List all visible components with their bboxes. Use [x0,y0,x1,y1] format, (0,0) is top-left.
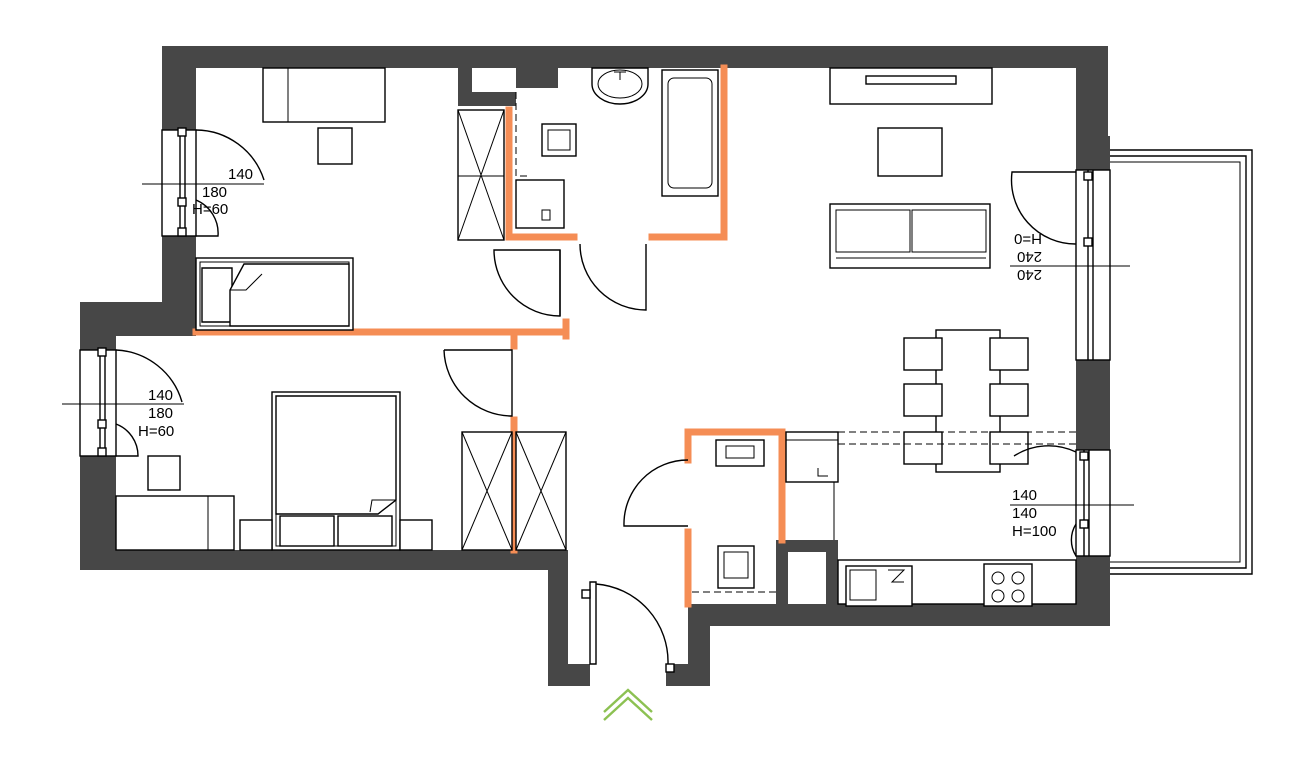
balcony-door [1010,169,1130,361]
pillow [201,267,233,323]
wall-entry-left [548,550,568,686]
door-bathroom [579,243,647,311]
chair-right-2 [989,383,1029,417]
doors [443,243,689,673]
exterior-walls [80,46,1110,686]
duvet [275,395,397,515]
washbasin [591,67,649,105]
bedroom-bottom [115,391,433,551]
pillow-right [337,515,393,547]
window-swing [195,129,265,237]
chair-left-2 [903,383,943,417]
chair-left-1 [903,337,943,371]
shaft-dashed [515,92,530,177]
door-wc [623,459,689,527]
desk [262,67,386,123]
window-swing [115,349,183,457]
balcony [1110,149,1253,575]
window-sill: H=60 [138,423,174,440]
window-height: 140 [1012,505,1037,522]
window-sill: H=100 [1012,523,1057,540]
wardrobe-bedroom-right [515,431,567,551]
nightstand-right [399,519,433,551]
door-width: 240 [1017,266,1042,283]
window-width: 140 [1012,487,1037,504]
window-bedroom-top [142,127,265,237]
wardrobe-bedroom-left [461,431,513,551]
partition-bath-right [648,64,728,241]
duvet-fold [369,499,396,513]
chair-left-3 [903,431,943,465]
wall-right-bottom [1076,556,1110,626]
bathtub [661,69,719,197]
wall-top [162,46,1108,68]
window-swing [1013,445,1077,557]
coffee-table [877,127,943,177]
wall-bottom-right [688,604,1108,626]
toilet [541,123,577,157]
wall-top-left [162,46,196,130]
entrance-icon [603,688,653,721]
window-label-living: 140 140 H=100 [1012,487,1057,540]
partition-wc-top [684,428,786,544]
wardrobe-bath-hall [457,109,505,241]
upper-cabinets [838,431,1076,445]
door-swing [1010,171,1077,245]
wall-left-lower [80,456,116,570]
window-height: 180 [148,405,173,422]
blanket [229,263,350,327]
window-sill: H=60 [192,201,228,218]
blanket-fold [230,273,263,291]
wall-kitchen-pillar [776,540,838,610]
window-frame [79,349,117,457]
wall-right-mid [1076,360,1110,450]
window-label-bedroom-bottom: 140 180 H=60 [138,387,174,440]
nightstand-left [239,519,273,551]
wall-bottom-left [80,550,568,570]
wall-right-top-corner [1076,136,1110,170]
bedroom-top [195,67,386,331]
bathroom [515,67,719,229]
pillow-left [279,515,335,547]
wc [692,439,776,593]
faucet [614,71,626,80]
chair [147,455,181,491]
washing-machine [515,179,565,229]
desk [115,495,235,551]
door-sill: H=0 [1014,230,1042,247]
living-room [829,67,1076,473]
kitchen [785,431,1077,607]
window-frame [161,129,197,237]
window-label-balcony-door: 240 240 H=0 [1014,230,1042,283]
door-entrance [589,581,669,665]
partition-walls [192,64,786,608]
chair [317,127,353,165]
wall-left-mid [80,302,116,350]
wc-washbasin [715,439,765,467]
door-bedroom-top [493,249,561,317]
chair-right-1 [989,337,1029,371]
partition-bath-left [505,106,578,241]
window-label-bedroom-top: 140 180 H=60 [190,166,264,218]
door-bedroom-bottom [443,349,513,417]
door-height: 240 [1017,248,1042,265]
chair-right-3 [989,431,1029,465]
cooktop [983,563,1033,607]
tv-cabinet [829,67,993,105]
tv [865,75,957,85]
wall-entry-left-stub [548,664,590,686]
window-width: 140 [148,387,173,404]
double-chevron-up-icon [603,688,653,721]
window-height: 180 [202,184,227,201]
window-living [1010,445,1134,557]
window-width: 140 [228,166,253,183]
wall-shaft [458,68,558,106]
window-bedroom-bottom [62,347,184,457]
